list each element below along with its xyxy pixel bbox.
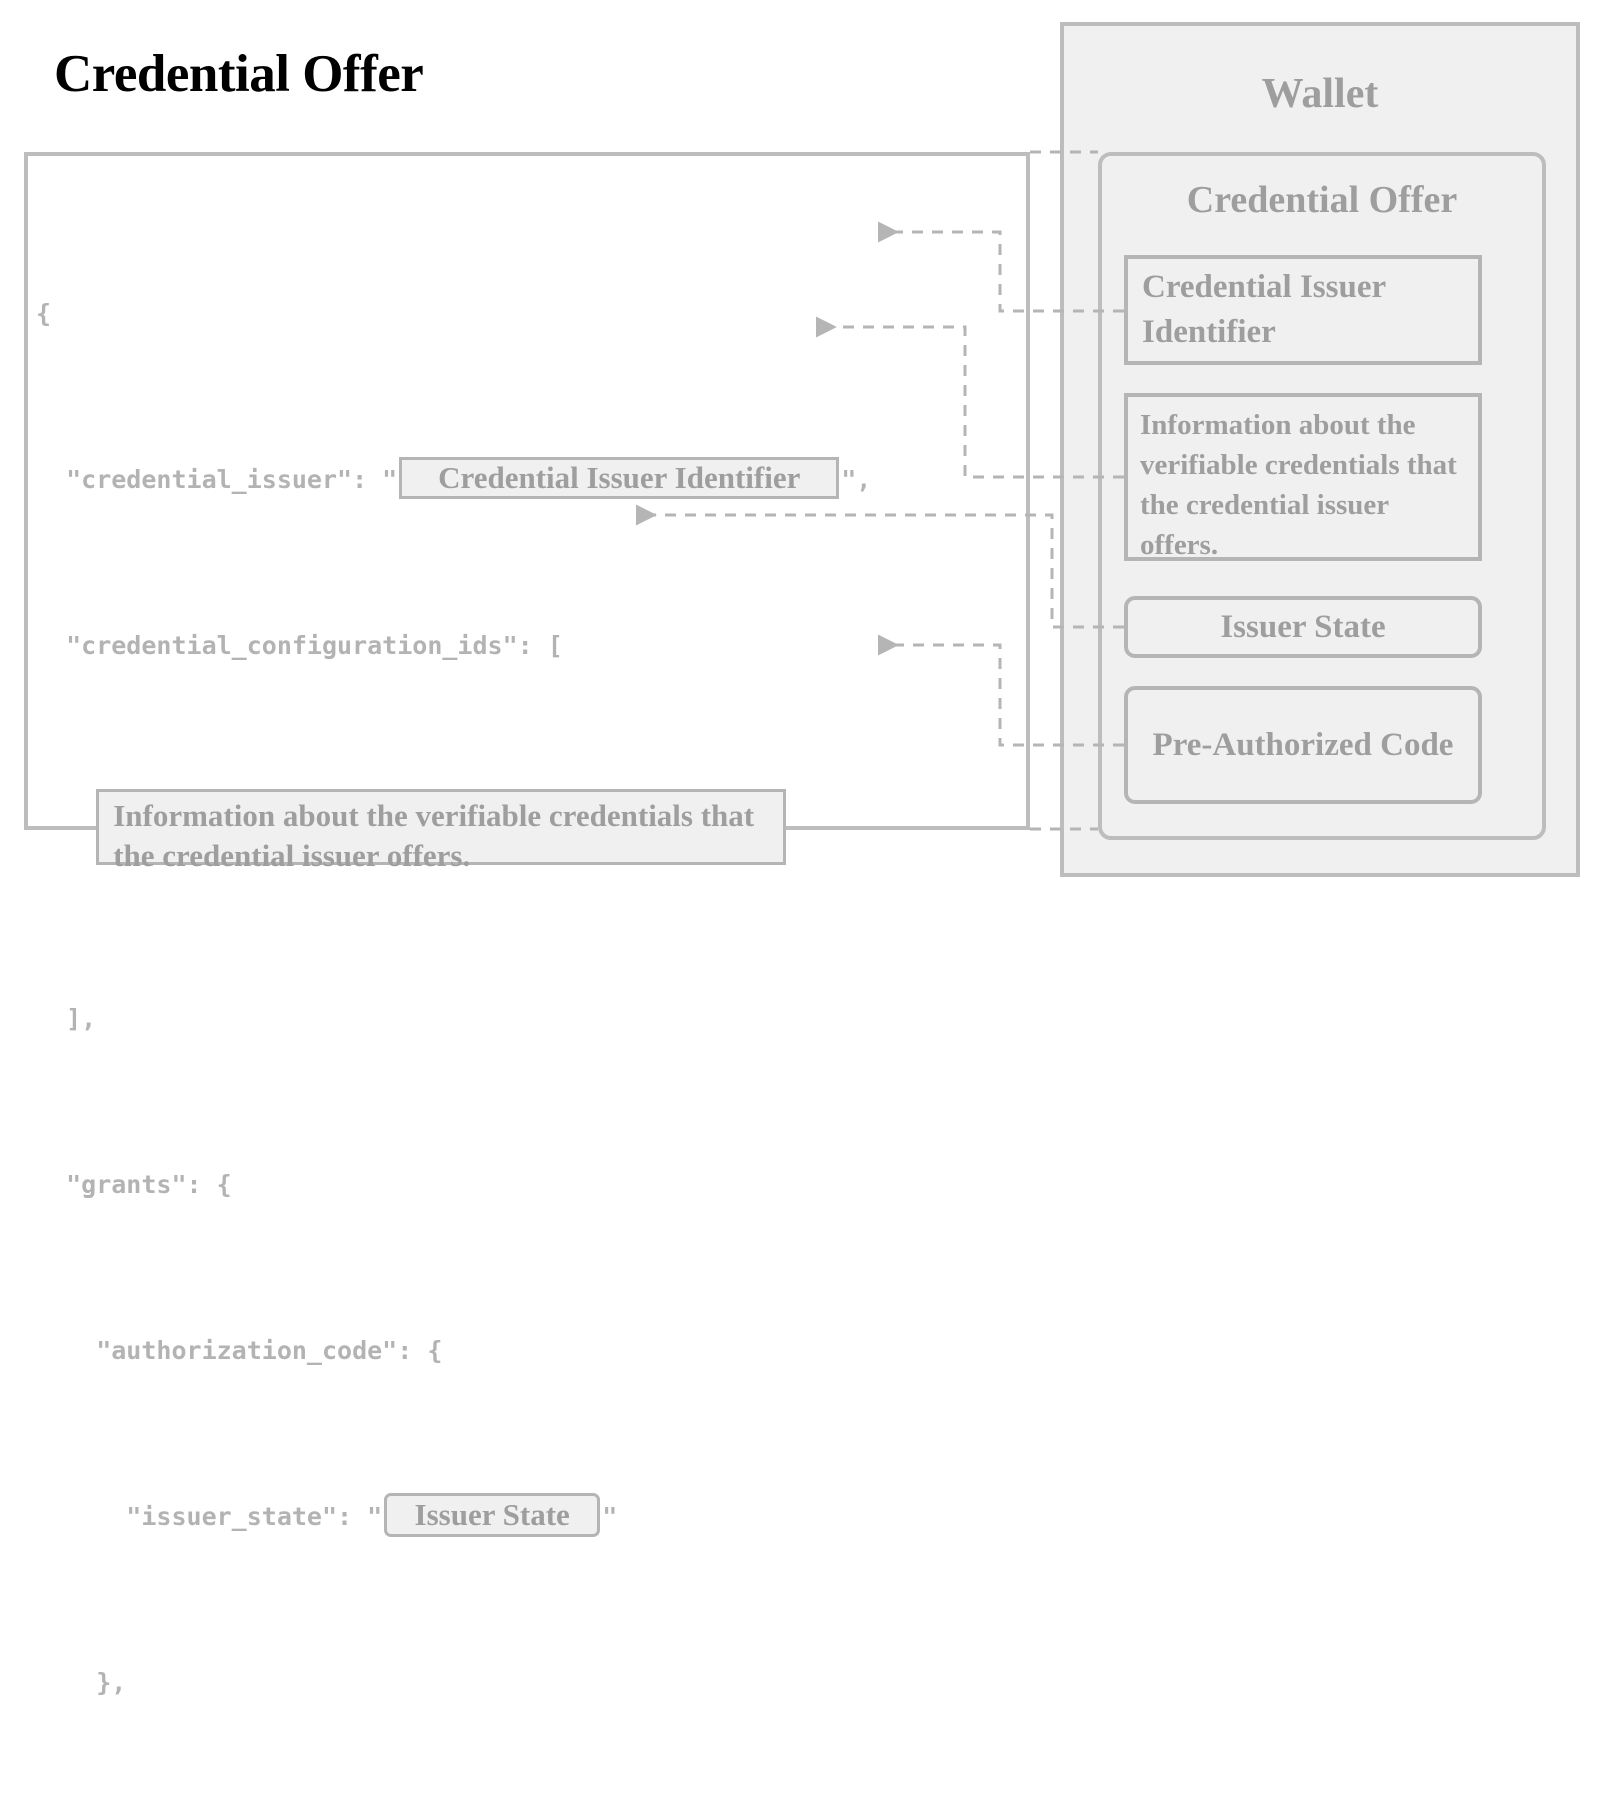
inline-box-credential-configuration-info[interactable]: Information about the verifiable credent… (96, 788, 787, 873)
code-line: "authorization_code": { (36, 1330, 954, 1372)
code-text: }, (36, 1668, 127, 1697)
code-line: "grants": { (36, 1164, 954, 1206)
wallet-item-pre-authorized-code[interactable]: Pre-Authorized Code (1124, 686, 1482, 804)
code-text: "credential_issuer": " (36, 464, 398, 494)
code-text: ], (36, 1004, 97, 1033)
code-text: { (36, 298, 52, 328)
code-text (36, 813, 96, 842)
code-text: "authorization_code": { (36, 1336, 443, 1365)
code-text: "grants": { (36, 1170, 232, 1199)
code-line: ], (36, 998, 954, 1040)
inline-box-credential-issuer-identifier[interactable]: Credential Issuer Identifier (399, 456, 840, 499)
wallet-credential-offer-title: Credential Offer (1186, 179, 1458, 221)
wallet-item-credential-issuer-identifier[interactable]: Credential Issuer Identifier (1124, 255, 1482, 365)
code-line: { (36, 293, 954, 335)
code-text: "issuer_state": " (36, 1502, 383, 1531)
code-text: " (602, 1502, 618, 1531)
code-text: "credential_configuration_ids": [ (36, 630, 563, 660)
wallet-title: Wallet (1261, 71, 1379, 117)
wallet-item-issuer-state[interactable]: Issuer State (1124, 596, 1482, 658)
code-text: ", (841, 464, 872, 494)
code-line: }, (36, 1662, 954, 1704)
page-title: Credential Offer (54, 45, 424, 103)
code-line: "credential_configuration_ids": [ (36, 625, 954, 667)
wallet-item-credential-configuration-info[interactable]: Information about the verifiable credent… (1124, 393, 1482, 561)
code-line: "issuer_state": "Issuer State" (36, 1493, 954, 1538)
credential-offer-json: { "credential_issuer": "Credential Issue… (36, 168, 954, 1800)
code-line: "credential_issuer": "Credential Issuer … (36, 456, 954, 501)
credential-offer-code-panel: { "credential_issuer": "Credential Issue… (24, 152, 1030, 1697)
code-line: Information about the verifiable credent… (36, 788, 954, 874)
inline-box-issuer-state[interactable]: Issuer State (384, 1493, 601, 1537)
